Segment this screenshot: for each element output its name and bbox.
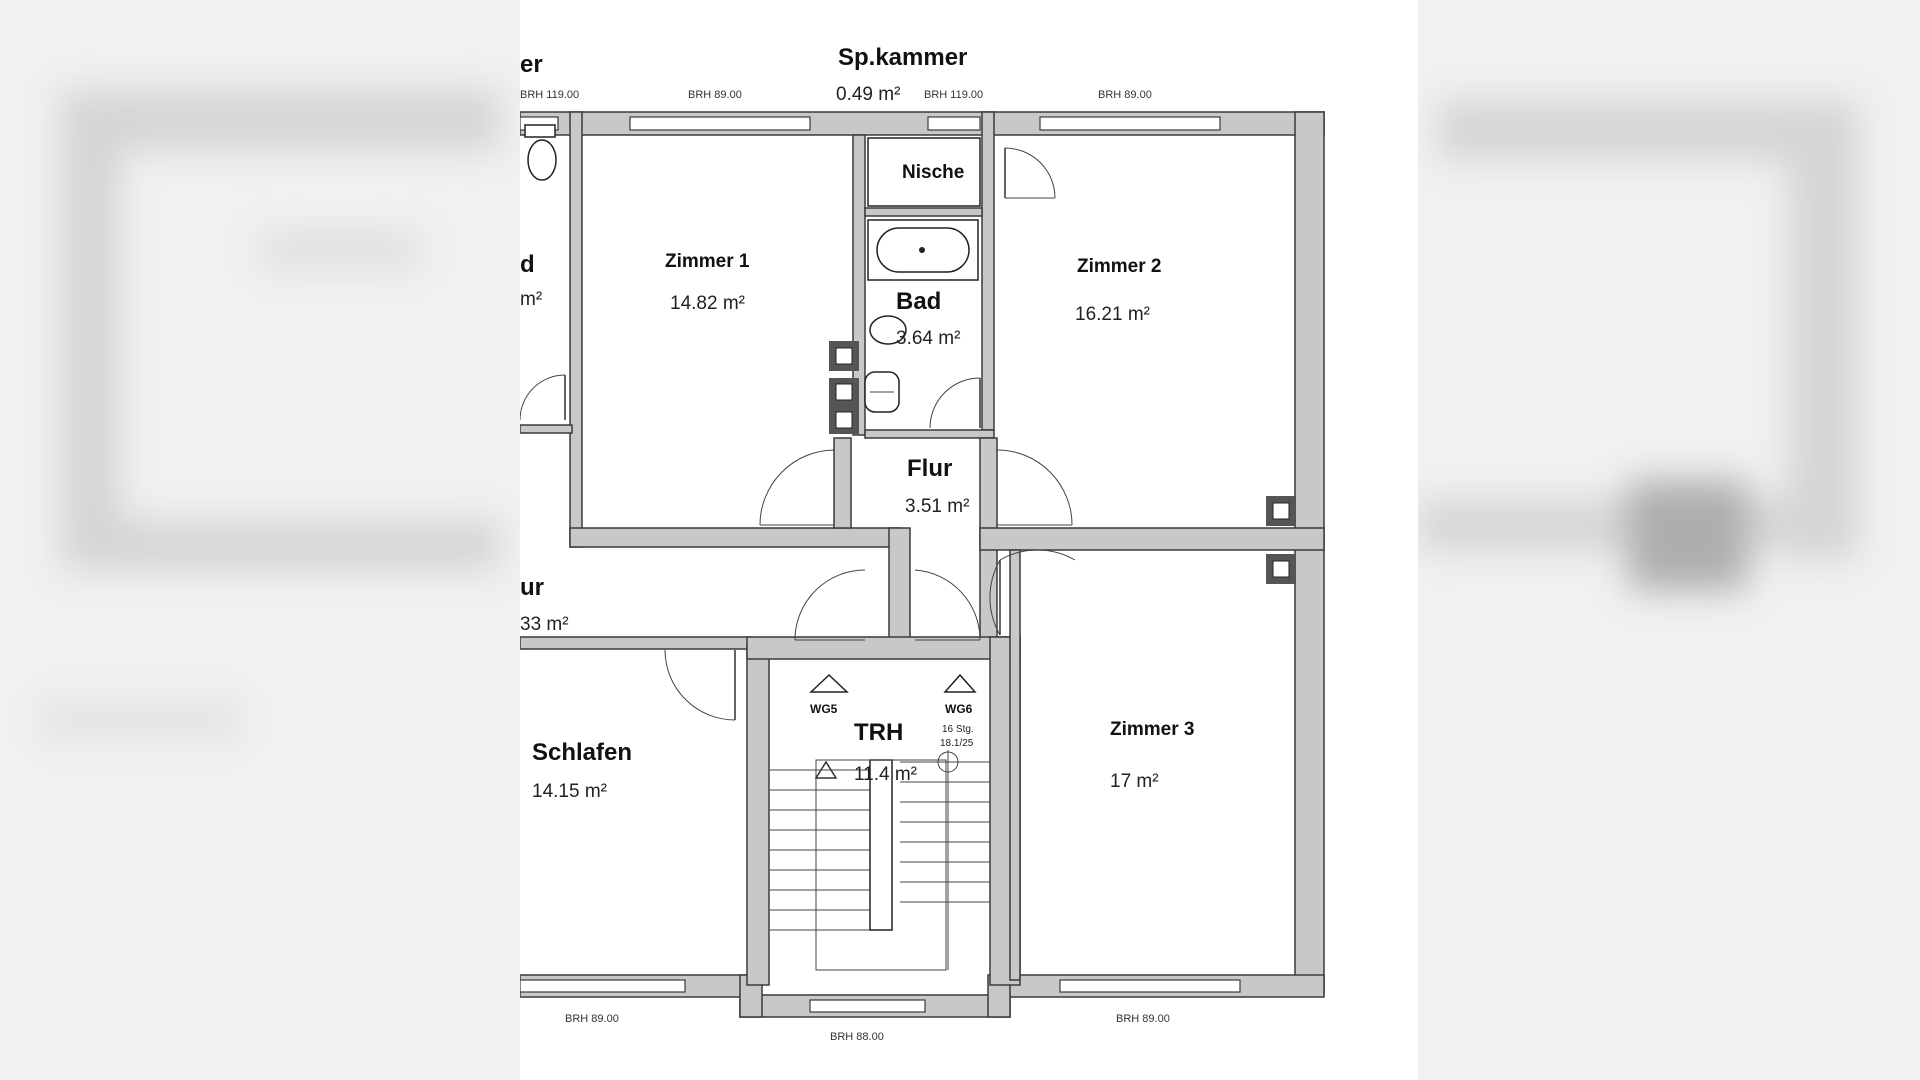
floor-plan-svg: .w { fill:#c8c8c8; stroke:#3a3a3a; strok… (520, 44, 1325, 1043)
label-spkammer: Sp.kammer (838, 44, 967, 71)
brh-bottom-zimmer3: BRH 89.00 (1116, 1013, 1170, 1025)
area-schlafen: 14.15 m² (532, 781, 607, 802)
bath-fixtures (864, 219, 979, 413)
brh-top-zimmer1: BRH 89.00 (688, 89, 742, 101)
stair-wg5: WG5 (810, 702, 838, 716)
label-zimmer1: Zimmer 1 (665, 251, 750, 272)
staircase (770, 673, 990, 971)
toilet-fixture (524, 124, 557, 181)
brh-bottom-schlafen: BRH 89.00 (565, 1013, 619, 1025)
floor-plan: .w { fill:#c8c8c8; stroke:#3a3a3a; strok… (520, 0, 1418, 1080)
area-trh: 11.4 m² (854, 764, 917, 785)
label-flur: Flur (907, 455, 952, 482)
brh-top-zimmer2: BRH 89.00 (1098, 89, 1152, 101)
label-bad: Bad (896, 288, 941, 315)
doors (520, 147, 1076, 721)
brh-bottom-trh: BRH 88.00 (830, 1031, 884, 1043)
label-left-top: er (520, 51, 543, 78)
windows (520, 116, 1241, 1013)
label-left-mid: d (520, 251, 535, 278)
area-zimmer1: 14.82 m² (670, 293, 745, 314)
label-zimmer3: Zimmer 3 (1110, 719, 1194, 740)
area-zimmer3: 17 m² (1110, 771, 1159, 792)
stair-steps: 16 Stg. (942, 724, 974, 735)
nische-box (867, 137, 981, 207)
label-nische: Nische (902, 162, 964, 183)
area-left-mid: m² (520, 289, 542, 310)
label-flur-left: ur (520, 574, 544, 601)
blurred-background-left (0, 0, 520, 1080)
stair-wg6: WG6 (945, 702, 973, 716)
room-labels: Sp.kammer 0.49 m² er Nische Zimmer 1 14.… (520, 44, 1194, 802)
area-bad: 3.64 m² (896, 328, 960, 349)
label-trh: TRH (854, 719, 903, 746)
blurred-background-right (1418, 0, 1920, 1080)
area-spkammer: 0.49 m² (836, 84, 900, 105)
shafts (829, 341, 1296, 584)
brh-top-kammer: BRH 119.00 (924, 89, 983, 101)
label-schlafen: Schlafen (532, 739, 632, 766)
label-zimmer2: Zimmer 2 (1077, 256, 1161, 277)
stair-ratio: 18.1/25 (940, 738, 974, 749)
area-flur-left: 33 m² (520, 614, 569, 635)
window-labels: BRH 119.00 BRH 89.00 BRH 119.00 BRH 89.0… (520, 89, 1170, 1043)
brh-top-left: BRH 119.00 (520, 89, 579, 101)
area-flur: 3.51 m² (905, 496, 969, 517)
area-zimmer2: 16.21 m² (1075, 304, 1150, 325)
